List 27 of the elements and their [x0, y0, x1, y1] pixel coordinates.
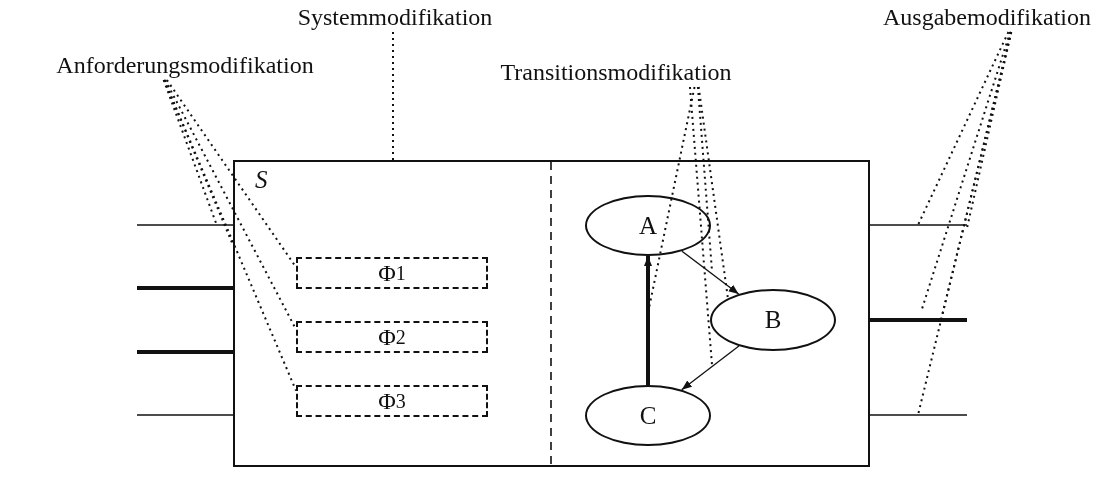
signal-line	[869, 224, 968, 226]
state-ellipse: C	[585, 385, 711, 446]
leader-line	[917, 31, 1013, 416]
state-ellipse: B	[710, 289, 836, 351]
leader-line	[688, 86, 713, 366]
arrow	[644, 256, 652, 385]
signal-line	[870, 318, 967, 322]
leader-line	[647, 86, 696, 314]
annotation-label: Transitionsmodifikation	[466, 57, 766, 87]
system-label: S	[255, 166, 268, 194]
signal-line	[136, 224, 234, 226]
leader-line	[917, 31, 1010, 226]
system-box	[233, 160, 870, 467]
annotation-label: Systemmodifikation	[300, 2, 490, 32]
annotation-label: Anforderungsmodifikation	[4, 50, 366, 80]
leader-line	[162, 79, 217, 224]
leader-line	[163, 79, 297, 392]
signal-line	[869, 414, 968, 416]
arrow	[681, 250, 740, 295]
annotation-label: Ausgabemodifikation	[880, 2, 1094, 32]
arrow	[681, 345, 740, 391]
state-ellipse: A	[585, 195, 711, 256]
signal-line	[137, 286, 233, 290]
leader-line	[697, 86, 729, 300]
signal-line	[137, 350, 233, 354]
signal-line	[136, 414, 234, 416]
leader-line	[392, 31, 394, 161]
